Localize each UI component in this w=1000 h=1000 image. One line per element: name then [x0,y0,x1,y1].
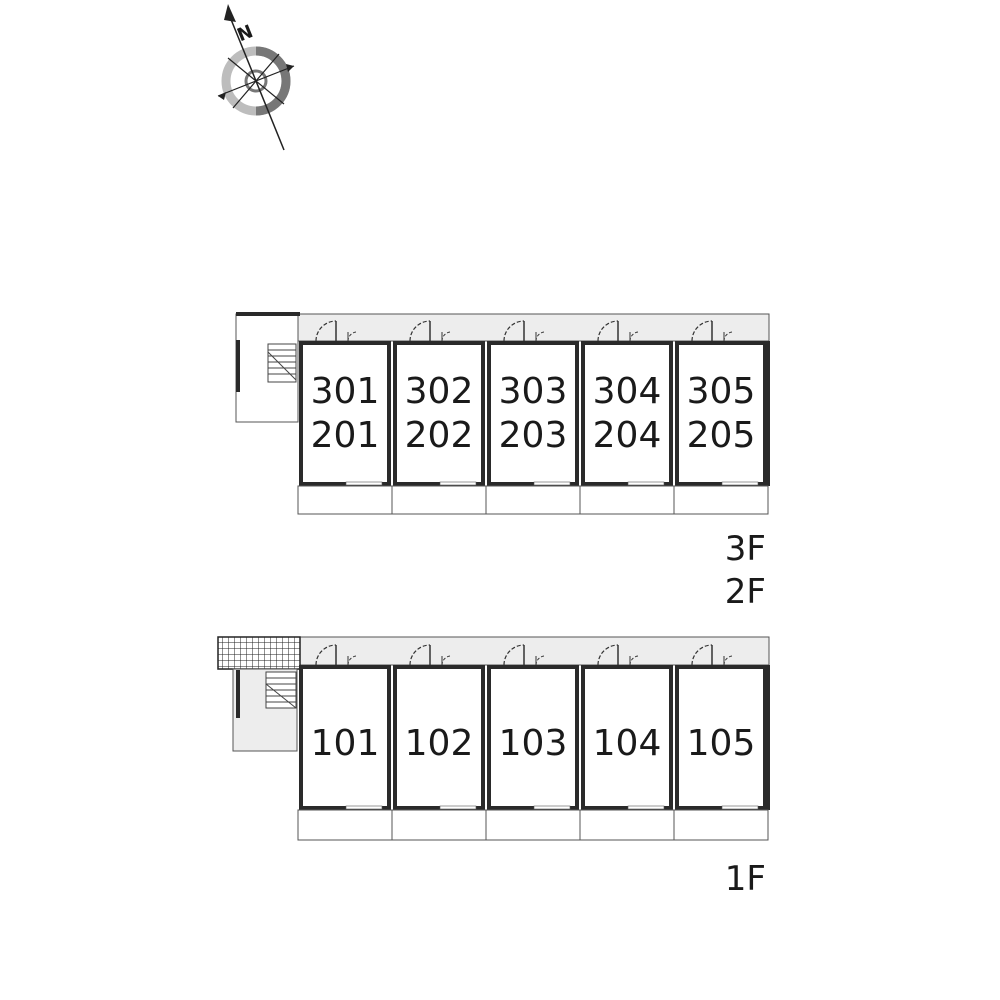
upper-corridor [297,313,770,342]
unit-room: 102 [393,644,485,810]
north-label: N [234,21,256,46]
unit-number-lower: 201 [311,415,380,456]
unit-number-lower: 205 [687,415,756,456]
balcony [391,485,487,515]
lower-corridor [297,636,770,666]
balcony [579,809,675,841]
balcony [485,485,581,515]
balcony [673,809,769,841]
upper-staircase [267,343,297,383]
unit-number-upper: 302 [405,371,474,412]
balcony [673,485,769,515]
compass-rose-icon: N [217,4,295,151]
lower-floor-block: 101 102 103 104 105 1F [217,636,770,899]
unit-number-upper: 304 [593,371,662,412]
unit-number: 105 [687,723,756,764]
balcony [579,485,675,515]
unit-number: 104 [593,723,662,764]
unit-room: 101 [299,644,391,810]
balcony [297,485,393,515]
unit-number: 102 [405,723,474,764]
unit-number: 101 [311,723,380,764]
floor-label-2f: 2F [725,572,766,612]
unit-number-lower: 204 [593,415,662,456]
unit-number-upper: 305 [687,371,756,412]
lower-grid-area [217,636,301,670]
balcony [485,809,581,841]
unit-number-upper: 303 [499,371,568,412]
unit-room: 105 [675,644,767,810]
unit-number-lower: 202 [405,415,474,456]
balcony [391,809,487,841]
unit-number: 103 [499,723,568,764]
unit-room: 103 [487,644,579,810]
unit-number-lower: 203 [499,415,568,456]
balcony [297,809,393,841]
unit-room: 104 [581,644,673,810]
unit-number-upper: 301 [311,371,380,412]
floor-label-1f: 1F [725,859,766,899]
floor-label-3f: 3F [725,529,766,569]
lower-staircase [265,671,297,709]
